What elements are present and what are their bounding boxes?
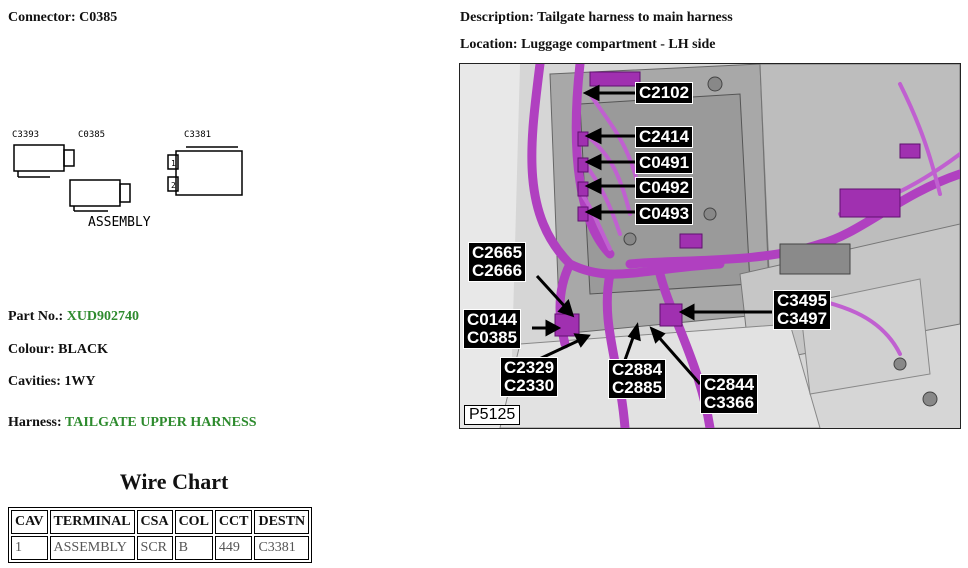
callout-c2844-c3366: C2844 C3366 bbox=[700, 374, 759, 414]
cavities-key: Cavities: bbox=[8, 374, 61, 389]
location-line: Location: Luggage compartment - LH side bbox=[460, 37, 716, 53]
callout-c2102: C2102 bbox=[635, 82, 694, 104]
part-no-line: Part No.: XUD902740 bbox=[8, 309, 139, 325]
wire-chart-title: Wire Chart bbox=[119, 469, 229, 494]
callout-c0144-c0385: C0144 C0385 bbox=[463, 309, 522, 349]
callout-c2884-c2885: C2884 C2885 bbox=[608, 359, 667, 399]
sketch-pin-2: 2 bbox=[171, 181, 176, 190]
wire-chart-header-row: CAV TERMINAL CSA COL CCT DESTN bbox=[11, 510, 310, 534]
callout-c3366: C3366 bbox=[704, 393, 755, 412]
cavities-line: Cavities: 1WY bbox=[8, 374, 96, 390]
location-key: Location: bbox=[460, 37, 518, 52]
connector-key: Connector: bbox=[8, 10, 76, 25]
callout-c2666: C2666 bbox=[472, 261, 523, 280]
callout-c2329: C2329 bbox=[504, 358, 555, 377]
colour-key: Colour: bbox=[8, 342, 55, 357]
header-cav: CAV bbox=[11, 510, 48, 534]
cell-destn: C3381 bbox=[254, 536, 310, 560]
connector-label: Connector: C0385 bbox=[8, 10, 117, 26]
wire-chart-table: CAV TERMINAL CSA COL CCT DESTN 1 ASSEMBL… bbox=[8, 507, 313, 563]
photo-reference: P5125 bbox=[464, 405, 521, 425]
callout-c0491: C0491 bbox=[635, 152, 694, 174]
part-no-key: Part No.: bbox=[8, 309, 64, 324]
callout-c2665: C2665 bbox=[472, 243, 523, 262]
cell-terminal: ASSEMBLY bbox=[49, 536, 135, 560]
callout-c2329-c2330: C2329 C2330 bbox=[500, 357, 559, 397]
connector-value: C0385 bbox=[79, 10, 118, 25]
header-destn: DESTN bbox=[254, 510, 310, 534]
harness-line: Harness: TAILGATE UPPER HARNESS bbox=[8, 415, 257, 431]
table-row: 1 ASSEMBLY SCR B 449 C3381 bbox=[11, 536, 310, 560]
header-col: COL bbox=[174, 510, 213, 534]
header-cct: CCT bbox=[214, 510, 253, 534]
location-photo: C2102 C2414 C0491 C0492 C0493 C2665 C266… bbox=[459, 63, 961, 429]
sketch-pin-1: 1 bbox=[171, 159, 176, 168]
callout-c0144: C0144 bbox=[467, 310, 518, 329]
sketch-caption: ASSEMBLY bbox=[88, 215, 151, 230]
callout-c2885: C2885 bbox=[612, 378, 663, 397]
cavities-value: 1WY bbox=[64, 374, 96, 389]
header-terminal: TERMINAL bbox=[49, 510, 135, 534]
header-csa: CSA bbox=[136, 510, 173, 534]
callout-c3495-c3497: C3495 C3497 bbox=[773, 290, 832, 330]
description-key: Description: bbox=[460, 10, 534, 25]
harness-key: Harness: bbox=[8, 415, 62, 430]
callout-c3497: C3497 bbox=[777, 309, 828, 328]
cell-csa: SCR bbox=[136, 536, 173, 560]
cell-cav: 1 bbox=[11, 536, 48, 560]
cell-cct: 449 bbox=[214, 536, 253, 560]
callout-c2414: C2414 bbox=[635, 126, 694, 148]
callout-c2665-c2666: C2665 C2666 bbox=[468, 242, 527, 282]
callout-c2330: C2330 bbox=[504, 376, 555, 395]
sketch-label-c3393: C3393 bbox=[12, 130, 39, 140]
callout-c0492: C0492 bbox=[635, 177, 694, 199]
sketch-label-c3381: C3381 bbox=[184, 130, 211, 140]
callout-c2844: C2844 bbox=[704, 375, 755, 394]
connector-sketch: C3393 C0385 C3381 1 2 ASSEMBLY bbox=[12, 130, 243, 230]
colour-value: BLACK bbox=[58, 342, 108, 357]
cell-col: B bbox=[174, 536, 213, 560]
harness-value[interactable]: TAILGATE UPPER HARNESS bbox=[64, 415, 257, 430]
part-no-value[interactable]: XUD902740 bbox=[66, 309, 140, 324]
callout-c3495: C3495 bbox=[777, 291, 828, 310]
description-value: Tailgate harness to main harness bbox=[537, 10, 733, 25]
colour-line: Colour: BLACK bbox=[8, 342, 108, 358]
callout-c2884: C2884 bbox=[612, 360, 663, 379]
description-line: Description: Tailgate harness to main ha… bbox=[460, 10, 733, 26]
callout-c0493: C0493 bbox=[635, 203, 694, 225]
callout-c0385: C0385 bbox=[467, 328, 518, 347]
location-value: Luggage compartment - LH side bbox=[521, 37, 716, 52]
sketch-label-c0385: C0385 bbox=[78, 130, 105, 140]
